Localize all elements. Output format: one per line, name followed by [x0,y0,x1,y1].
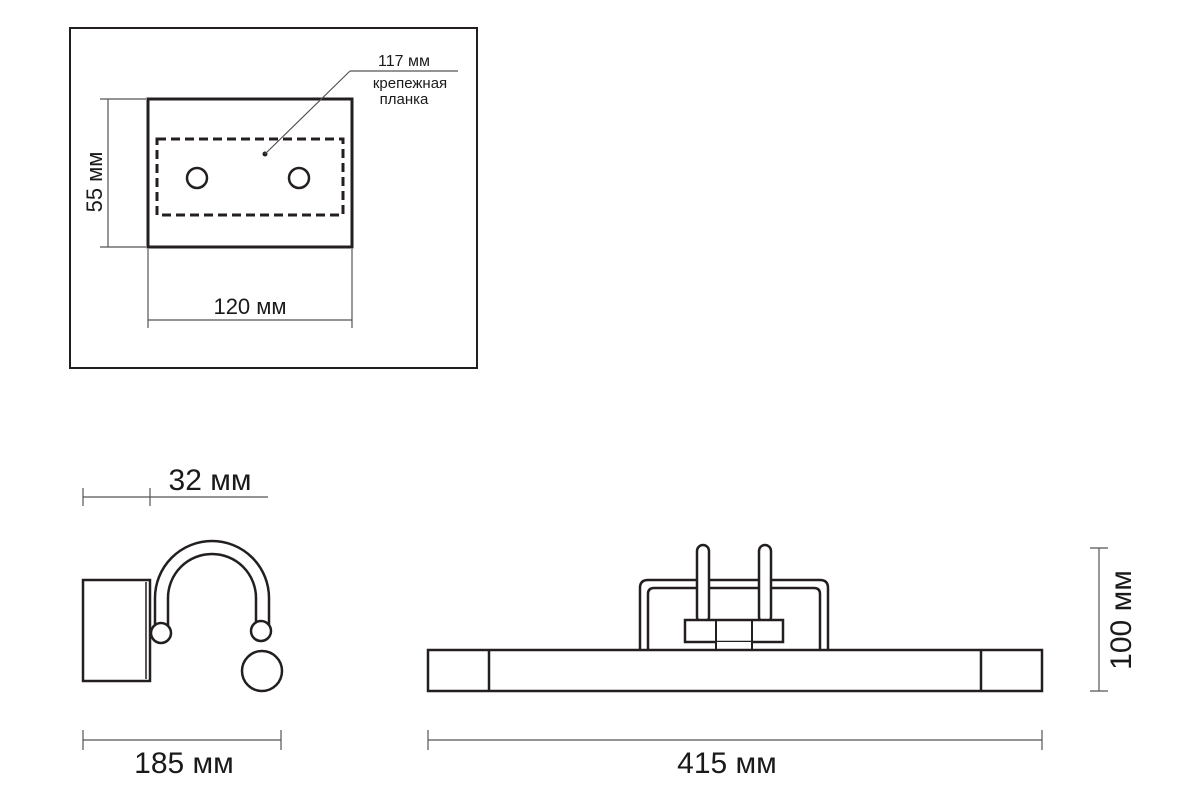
mounting-bar-dashed [155,137,345,217]
arm-joint-base [149,621,173,645]
lamp-bar [426,648,1044,693]
offset-label: 32 мм [169,464,252,497]
plate-height-label: 55 мм [82,152,107,213]
arm-outer [153,539,271,628]
bracket-frame-outer [638,578,830,650]
arm-inner [166,552,258,628]
plate-width-label: 120 мм [213,294,286,319]
callout-leader [264,70,351,155]
front-width-label: 415 мм [677,747,777,780]
front-height-label: 100 мм [1105,570,1138,670]
callout-dimension: 117 мм [378,53,430,70]
callout-label-line2: планка [380,91,429,108]
clamp-block [683,618,785,644]
arm-joint-head [249,619,273,643]
mount-plate-outline [146,97,354,249]
lamp-head [240,649,284,693]
mounting-hole-right [287,166,311,190]
mount-plate-detail: 117 мм крепежная планка 55 мм 120 мм [69,27,478,369]
post-left [695,543,711,625]
front-view: 415 мм 100 мм [426,543,1138,780]
bracket-frame-inner [646,586,822,650]
depth-label: 185 мм [134,747,234,780]
post-right [757,543,773,625]
wall-base [81,578,152,683]
detail-frame [69,27,478,369]
side-view: 32 мм 185 мм [81,464,284,780]
callout-label-line1: крепежная [373,75,447,92]
mounting-hole-left [185,166,209,190]
